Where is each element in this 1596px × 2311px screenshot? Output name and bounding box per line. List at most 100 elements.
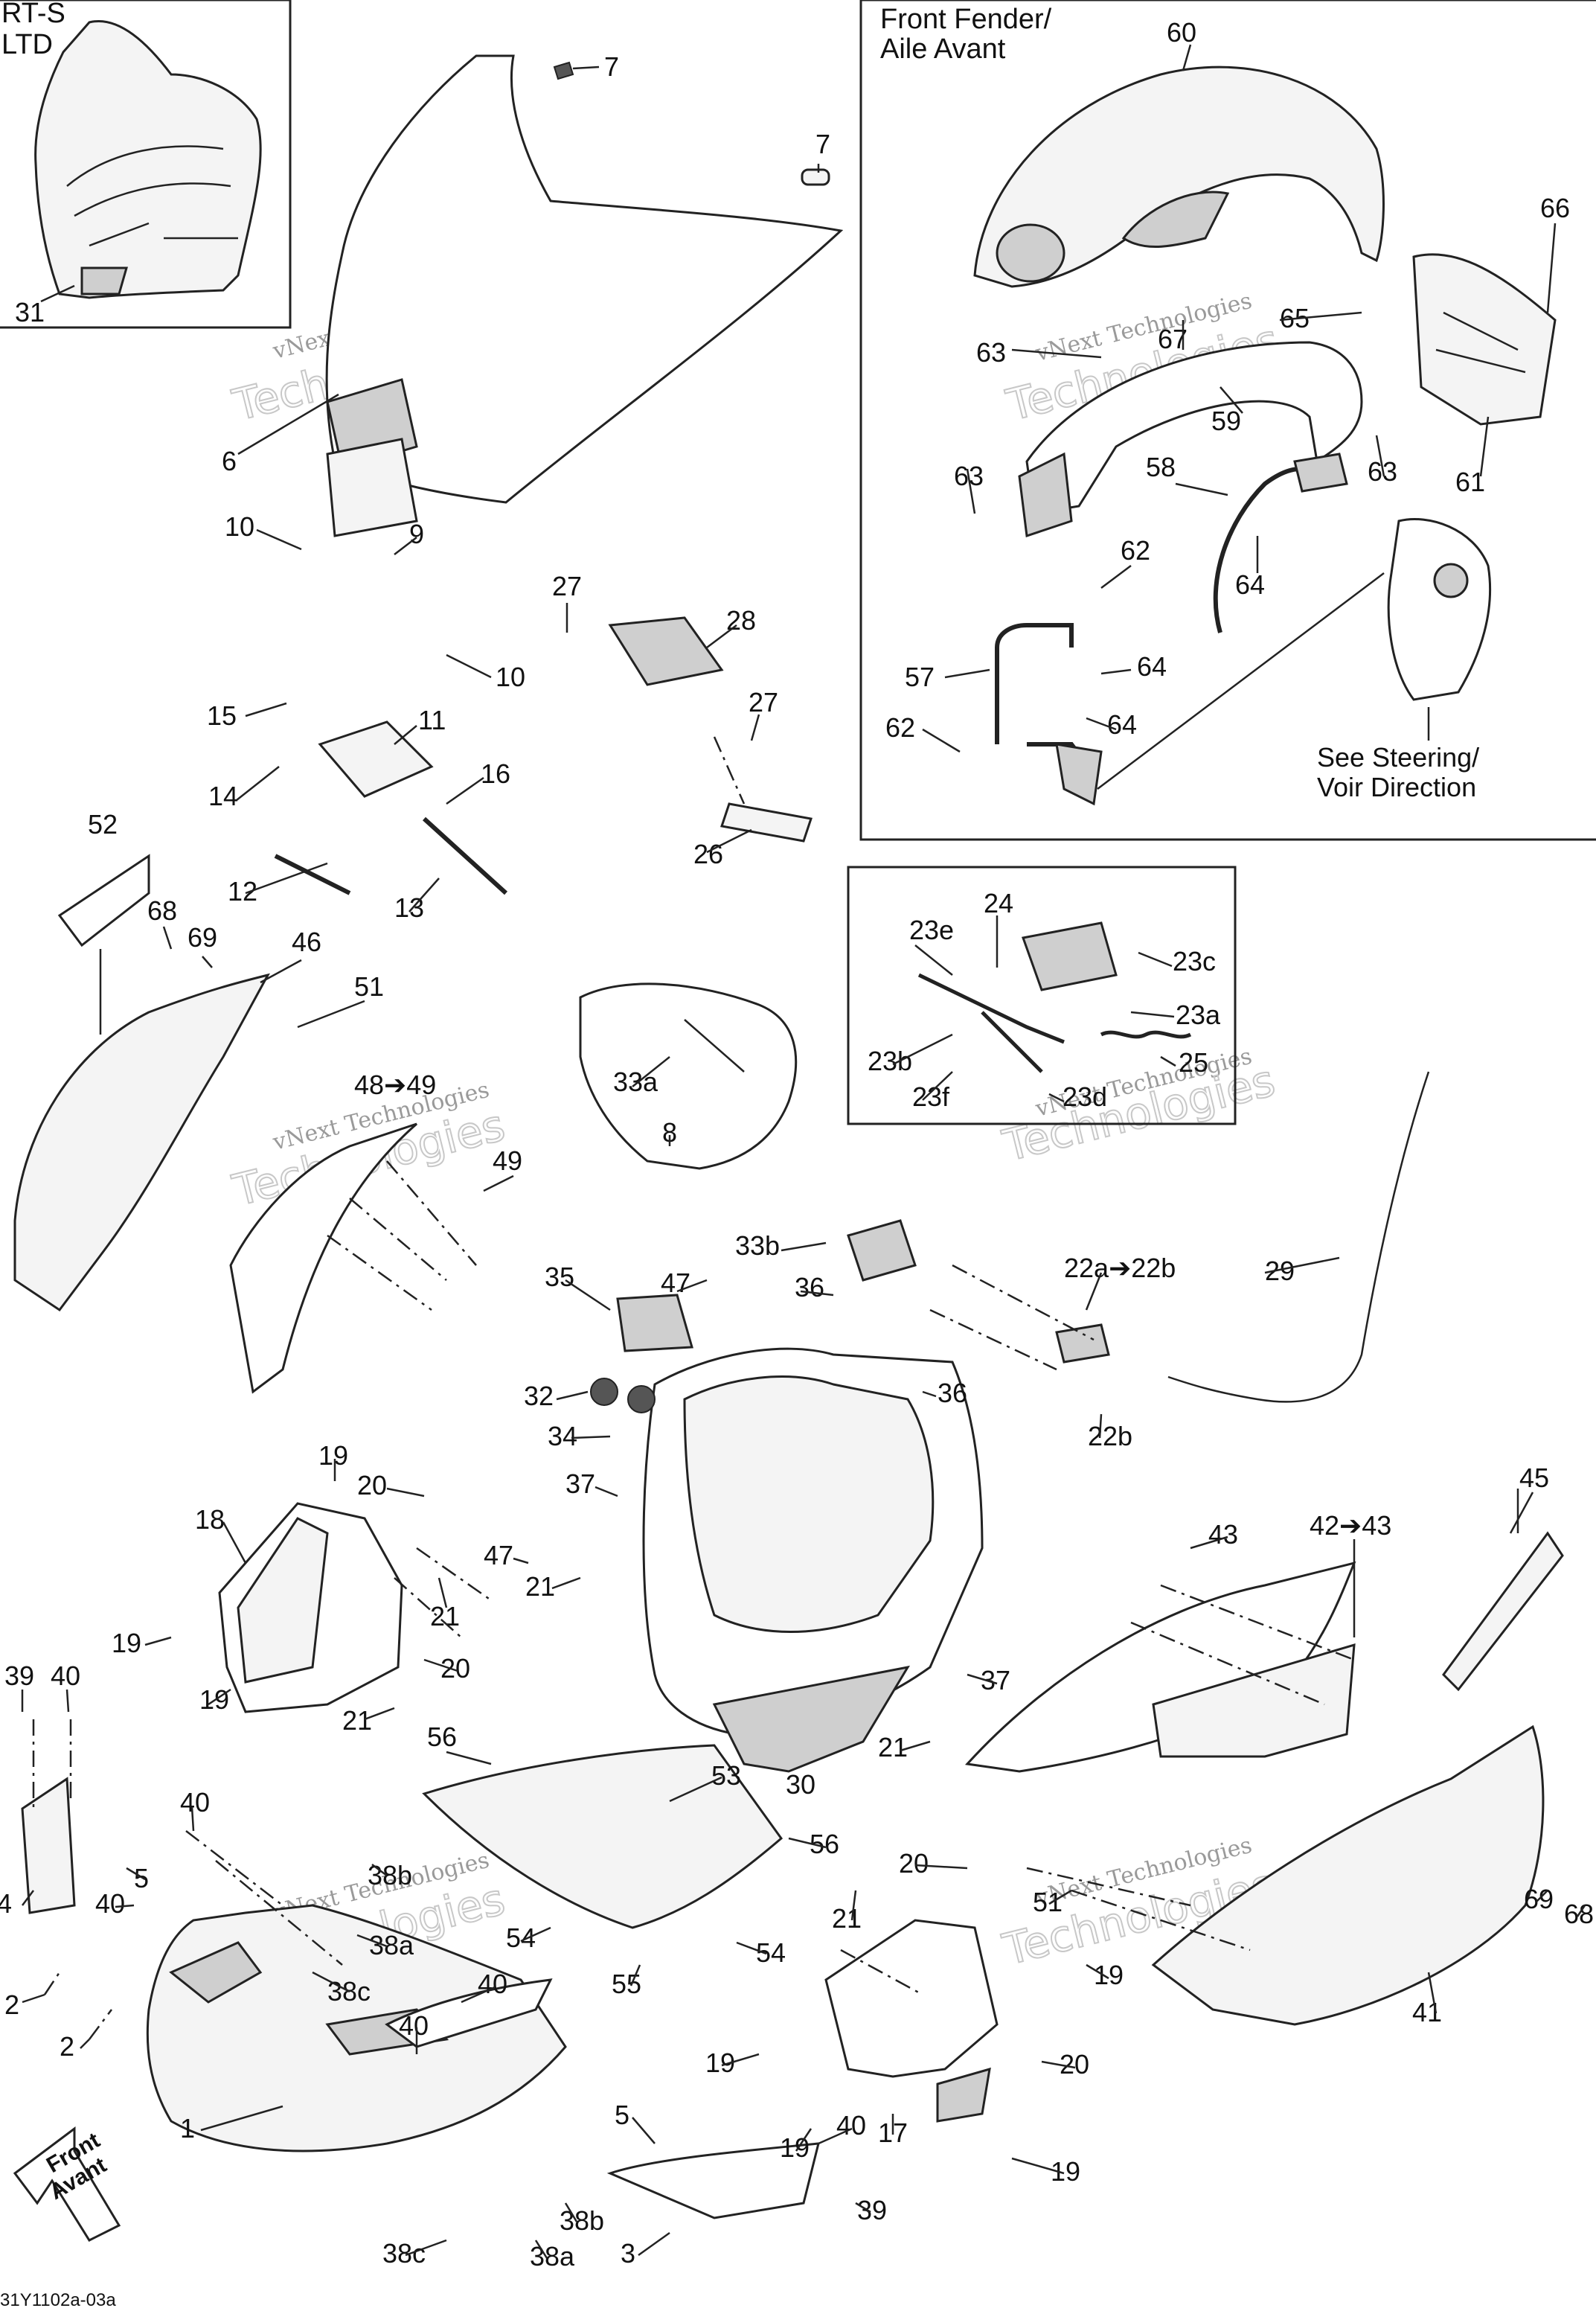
callout: 32 [524, 1381, 554, 1411]
callout: 39 [4, 1660, 34, 1691]
callout: 14 [208, 781, 238, 811]
callout: 5 [134, 1863, 149, 1893]
inset-frame [859, 0, 1596, 841]
callout: 62 [1121, 535, 1150, 566]
callout: 58 [1146, 452, 1176, 482]
bracket-plate [1055, 743, 1103, 806]
callout: 35 [545, 1262, 574, 1292]
tub-bottom [712, 1665, 911, 1773]
callout: 18 [195, 1504, 225, 1535]
inner-panel-42-lower [1152, 1643, 1356, 1758]
inner-panel-48 [229, 1122, 417, 1394]
callout: 56 [427, 1722, 457, 1752]
callout: 38a [369, 1930, 414, 1960]
callout: 41 [1412, 1997, 1442, 2027]
callout: 66 [1540, 193, 1570, 223]
callout: 10 [225, 511, 254, 542]
callout: 51 [1033, 1887, 1063, 1917]
assembly-line [713, 736, 746, 805]
callout: 13 [394, 892, 424, 923]
spring-25 [1100, 1030, 1192, 1039]
callout: 31 [15, 297, 45, 327]
seal-tab [684, 1019, 745, 1073]
callout: 40 [478, 1969, 507, 1999]
callout: 62 [885, 712, 915, 743]
latch-lever [917, 973, 1065, 1073]
drawing-code: 31Y1102a-03a [0, 2290, 116, 2310]
tub-inner [683, 1375, 935, 1633]
callout: 38a [530, 2241, 575, 2272]
windshield-mount [80, 266, 128, 295]
callout: 15 [207, 700, 237, 731]
callout: 47 [484, 1540, 513, 1570]
assembly-dashed-lines [32, 1160, 1355, 2040]
callout: 7 [604, 51, 619, 82]
latch-assembly [608, 616, 724, 686]
callout: 61 [1455, 467, 1485, 497]
lower-trim-3 [606, 2142, 820, 2219]
fender-support-rod [1213, 467, 1326, 633]
steering-note: See Steering/ [1317, 742, 1479, 773]
callout: 23e [909, 915, 954, 945]
mount-base-plate [318, 720, 434, 798]
inset-title: Front Fender/ [880, 4, 1052, 35]
callout: 16 [481, 758, 510, 789]
latch-22 [1055, 1323, 1110, 1364]
callout: 6 [222, 446, 237, 476]
steering-note: Voir Direction [1317, 772, 1476, 802]
callout: 19 [318, 1440, 348, 1471]
callout: 59 [1211, 406, 1241, 436]
callout: 38b [368, 1860, 412, 1890]
callout: 2 [4, 1989, 19, 2020]
trim-40 [385, 1978, 553, 2048]
callout: 20 [357, 1470, 387, 1500]
bracket-4 [21, 1777, 76, 1914]
duct-17-tab [936, 2067, 991, 2123]
callout: 21 [342, 1705, 372, 1736]
support-plate [1293, 453, 1348, 493]
callout: 48➔49 [354, 1070, 436, 1100]
air-duct-17 [824, 1919, 999, 2078]
callout: 5 [615, 2100, 629, 2130]
callout: 23a [1176, 1000, 1221, 1030]
callout: 68 [147, 895, 177, 926]
callout: 36 [938, 1378, 967, 1408]
callout: 38c [382, 2238, 426, 2269]
callout: 23f [912, 1081, 950, 1112]
callout: 22b [1088, 1421, 1132, 1451]
callout: 64 [1107, 709, 1137, 740]
callout: 51 [354, 971, 384, 1002]
windshield-detail [66, 145, 238, 247]
inset-frame [0, 0, 292, 329]
inset-rt-s-ltd: RT-S LTD [0, 0, 292, 329]
mount-bracket-lower [326, 438, 418, 537]
callout: 11 [418, 705, 446, 735]
callout: 30 [786, 1769, 815, 1800]
callout: 53 [711, 1760, 741, 1791]
deflector-45 [1442, 1531, 1564, 1692]
callout: 20 [440, 1653, 470, 1684]
deflector-52 [57, 854, 150, 947]
inner-panel-42 [964, 1561, 1356, 1773]
callout: 33b [735, 1230, 780, 1261]
callout: 57 [905, 662, 935, 692]
mount-rods [274, 816, 508, 895]
callout: 22a➔22b [1064, 1253, 1176, 1283]
callout: 25 [1179, 1047, 1208, 1078]
windshield-fastener [553, 61, 574, 80]
callout: 54 [756, 1937, 786, 1968]
callout: 52 [88, 809, 118, 840]
latch-rod [720, 802, 813, 843]
callout: 21 [525, 1571, 555, 1602]
callout: 9 [409, 519, 424, 549]
inset-title: Aile Avant [880, 33, 1006, 65]
front-direction-arrow: Front Avant [13, 2126, 121, 2242]
windshield-rt-s [34, 20, 262, 299]
grommet-32 [627, 1385, 656, 1413]
callout: 10 [496, 662, 525, 692]
callout: 40 [399, 2010, 429, 2041]
callout: 29 [1265, 1256, 1295, 1286]
callout: 64 [1137, 651, 1167, 682]
callout: 8 [662, 1117, 677, 1148]
callout: 40 [95, 1888, 125, 1919]
